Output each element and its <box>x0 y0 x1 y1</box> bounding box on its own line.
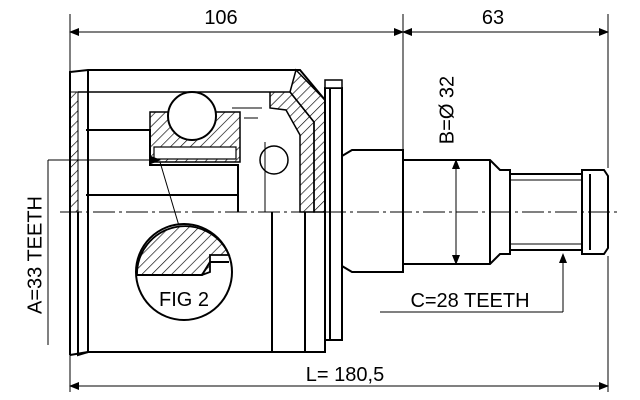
flange <box>324 79 343 341</box>
outer-teeth-leader <box>380 253 567 313</box>
ball-element <box>167 91 217 141</box>
inner-race <box>86 91 289 212</box>
fig2-label: FIG 2 <box>159 289 209 311</box>
shaft-diameter-label: B=Ø 32 <box>436 76 458 144</box>
housing-length-label: 106 <box>204 7 237 29</box>
top-dimension-lines <box>69 14 609 168</box>
inner-teeth-label: A=33 TEETH <box>24 196 46 314</box>
outer-teeth-label: C=28 TEETH <box>410 290 529 312</box>
fig2-detail <box>135 223 233 321</box>
stub-shaft <box>341 149 609 273</box>
total-length-dimension <box>69 256 609 392</box>
housing-body <box>69 68 326 357</box>
total-length-label: L= 180,5 <box>306 364 384 386</box>
shaft-length-label: 63 <box>482 7 504 29</box>
